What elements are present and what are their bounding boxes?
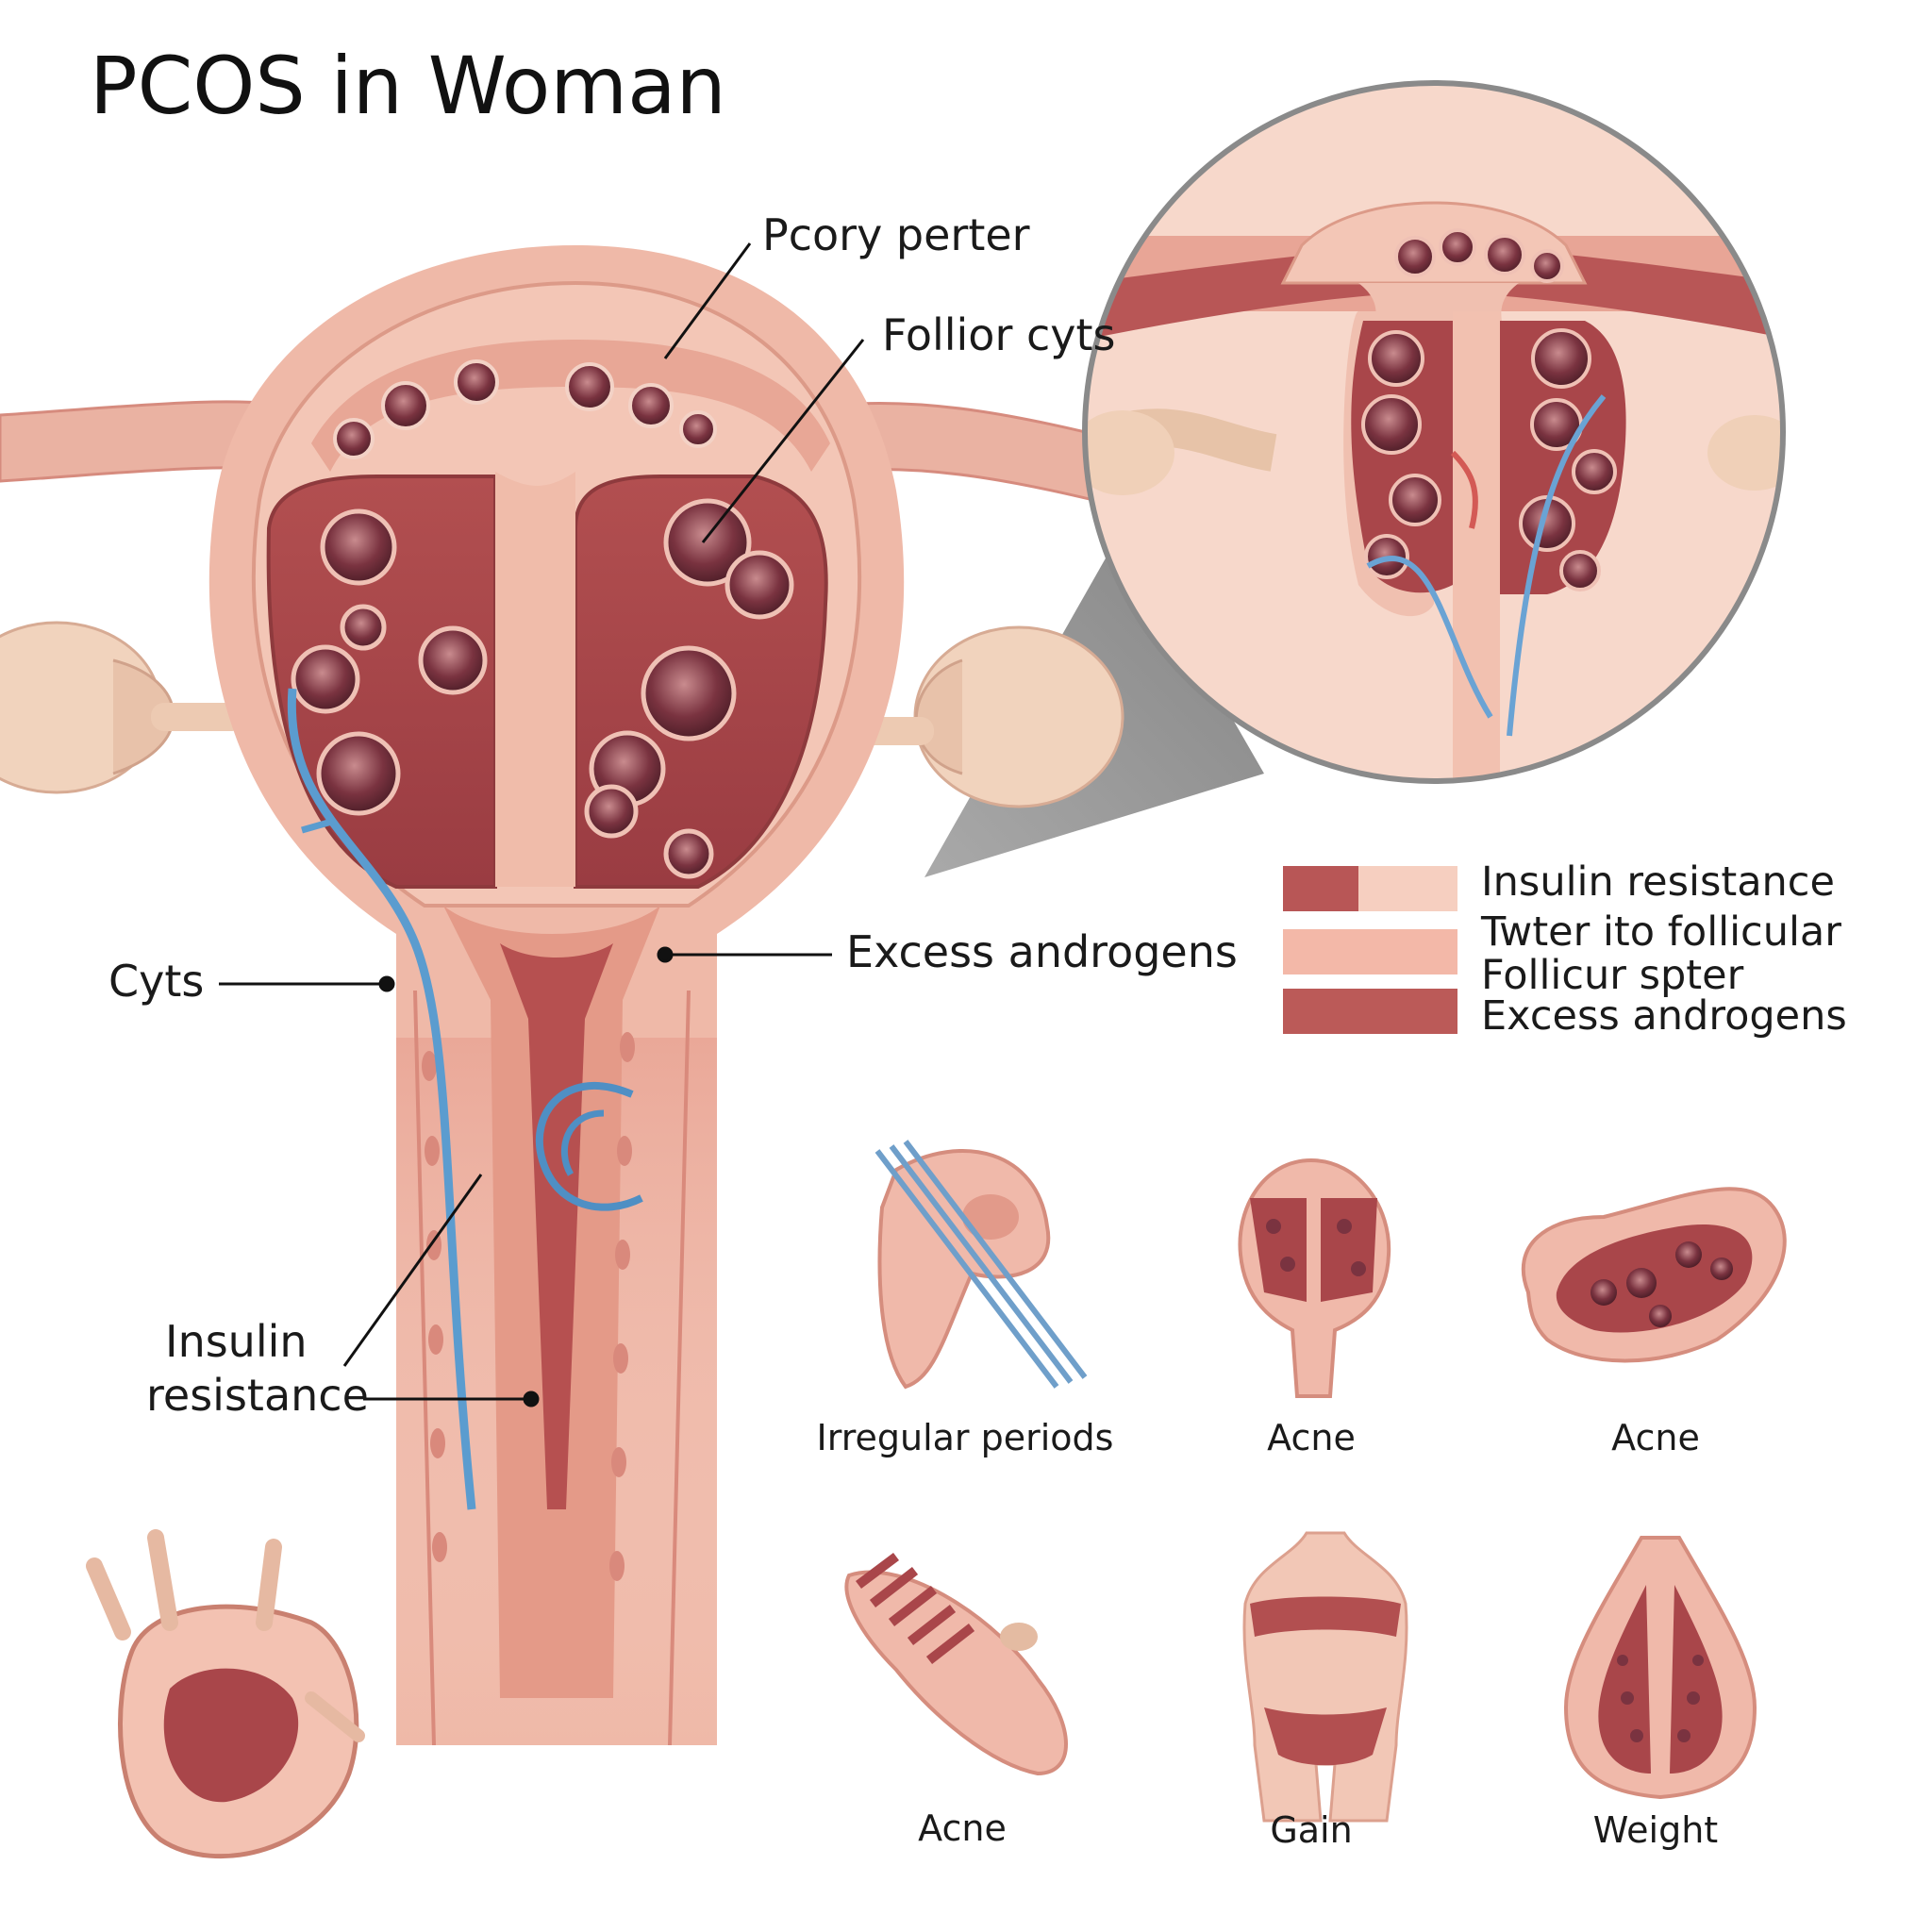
legend-swatches xyxy=(1283,866,1457,1034)
thumb-caption-6: Weight xyxy=(1592,1809,1719,1851)
thumb-caption-4: Acne xyxy=(918,1807,1007,1849)
zoom-detail-circle xyxy=(1082,80,1786,784)
thumb-caption-2: Acne xyxy=(1267,1417,1356,1458)
legend-item-2: Twter ito follicular xyxy=(1481,908,1841,956)
uterus-diagram xyxy=(0,245,1134,1746)
callout-bottom-line1: Insulin xyxy=(165,1316,308,1367)
page-title: PCOS in Woman xyxy=(90,40,726,132)
callout-bottom-line2: resistance xyxy=(146,1370,369,1421)
callout-top1: Pcory perter xyxy=(762,209,1030,260)
thumb-caption-1: Irregular periods xyxy=(816,1417,1114,1458)
thumb-caption-5: Gain xyxy=(1270,1809,1353,1851)
legend-item-3: Follicur spter xyxy=(1481,952,1744,999)
thumb-ovary-cyst xyxy=(1521,1187,1787,1363)
thumb-female-body xyxy=(1242,1531,1408,1823)
legend-item-1: Insulin resistance xyxy=(1481,858,1835,906)
small-uterus-bottom-left xyxy=(86,1529,365,1859)
callout-right: Excess androgens xyxy=(846,926,1238,977)
thumb-ovary-vessel xyxy=(874,1140,1088,1390)
thumb-caption-3: Acne xyxy=(1611,1417,1700,1458)
thumb-tissue-section xyxy=(1563,1536,1757,1800)
callout-left: Cyts xyxy=(108,956,205,1007)
callout-lines xyxy=(219,242,865,1407)
legend-item-4: Excess androgens xyxy=(1481,992,1847,1040)
thumb-muscle-tissue xyxy=(844,1553,1068,1776)
thumb-uterus-mini xyxy=(1238,1158,1391,1398)
callout-top2: Follior cyts xyxy=(882,309,1116,360)
